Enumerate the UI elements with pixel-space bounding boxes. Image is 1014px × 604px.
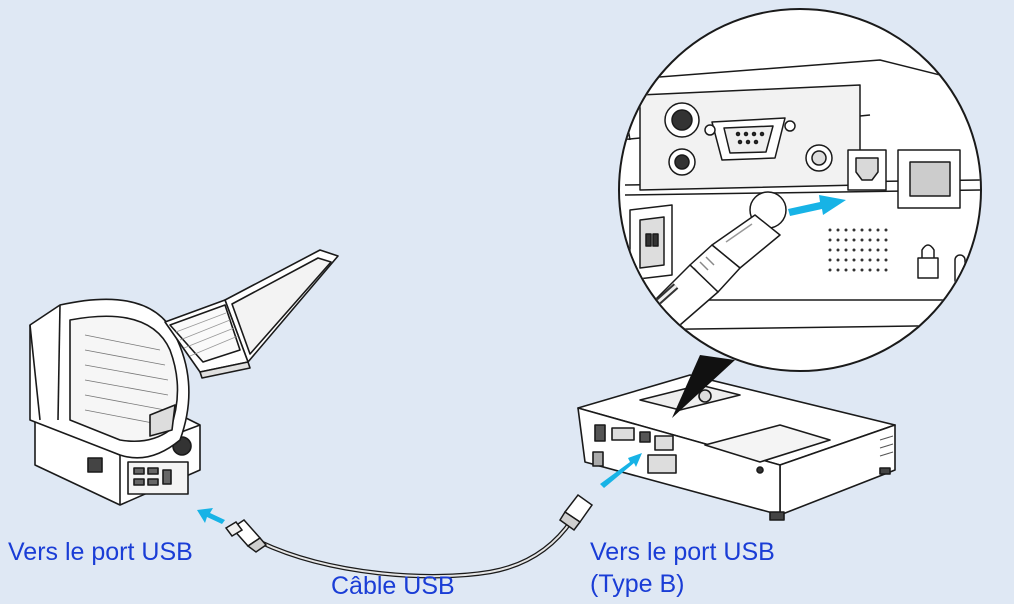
laptop-computer: [164, 249, 339, 379]
label-projector-usb-port: Vers le port USB: [590, 538, 775, 566]
direction-arrows: [197, 195, 846, 524]
label-computer-usb-port: Vers le port USB: [8, 538, 193, 566]
label-projector-usb-type: (Type B): [590, 570, 685, 598]
arrow-to-usb-port-zoom: [788, 195, 846, 216]
label-usb-cable: Câble USB: [331, 572, 455, 600]
usb-type-b-plug: [558, 493, 594, 532]
zoom-detail: [618, 8, 982, 372]
usb-type-a-plug: [224, 519, 268, 553]
arrow-to-projector-usb-b: [600, 453, 642, 488]
arrow-to-computer-port: [197, 508, 225, 524]
usb-cable: [224, 493, 594, 579]
zoom-pointer: [672, 355, 735, 418]
projector: [577, 374, 896, 521]
desktop-computer: [29, 298, 201, 506]
